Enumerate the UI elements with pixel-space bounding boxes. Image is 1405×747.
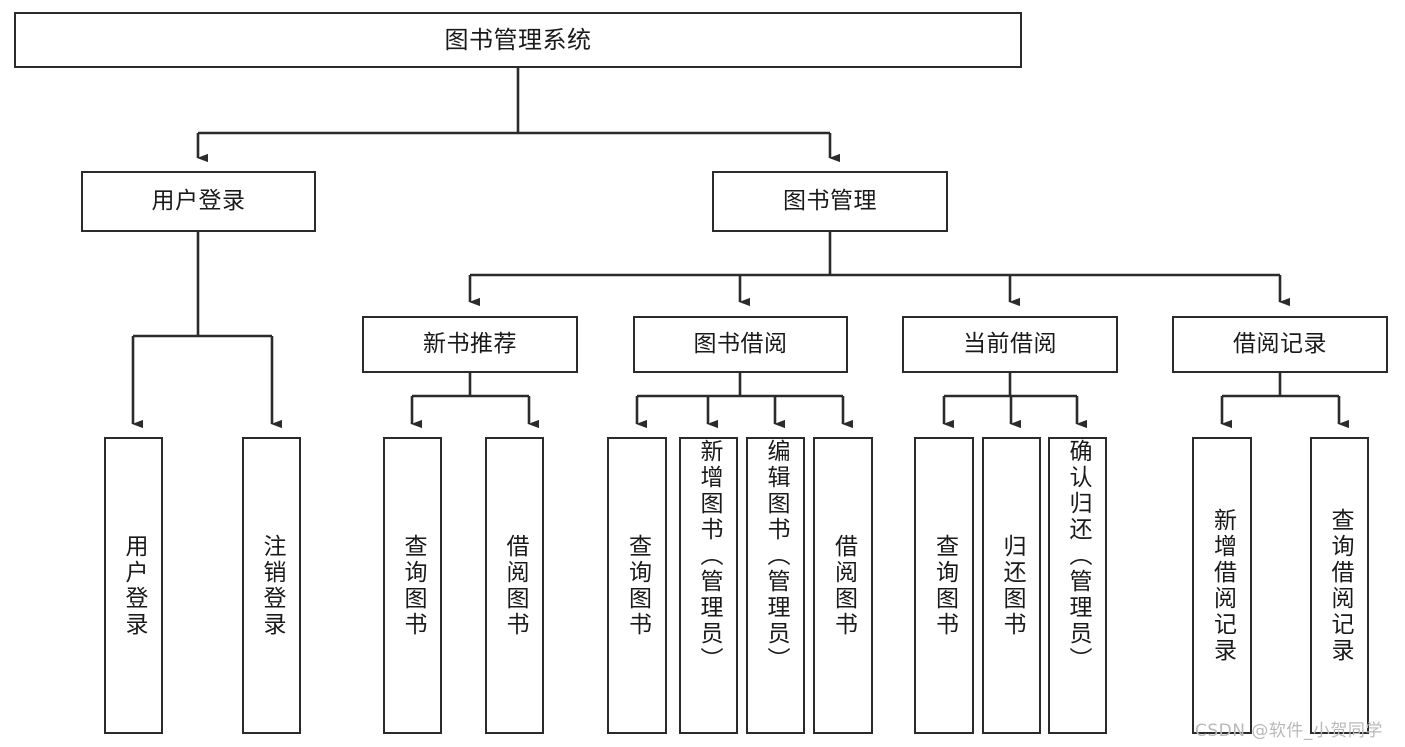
node-label: 新增图书（管理员） (696, 439, 722, 673)
node-label: 查询借阅记录 (1327, 507, 1353, 664)
leaf-current-borrow-confirm-return-admin[interactable]: 确认归还（管理员） (1048, 437, 1107, 734)
node-label: 借阅记录 (1233, 330, 1327, 357)
leaf-book-borrow-query-book[interactable]: 查询图书 (607, 437, 667, 734)
leaf-current-borrow-return-book[interactable]: 归还图书 (982, 437, 1041, 734)
node-label: 借阅图书 (502, 533, 528, 638)
node-label: 图书借阅 (693, 330, 788, 357)
node-label: 注销登录 (259, 533, 285, 638)
leaf-book-borrow-borrow-book[interactable]: 借阅图书 (813, 437, 873, 734)
leaf-borrow-record-add-record[interactable]: 新增借阅记录 (1192, 437, 1252, 734)
leaf-book-borrow-add-book-admin[interactable]: 新增图书（管理员） (679, 437, 738, 734)
node-user-login[interactable]: 用户登录 (81, 171, 316, 232)
node-label: 用户登录 (121, 533, 147, 638)
leaf-new-book-query-book[interactable]: 查询图书 (383, 437, 442, 734)
node-label: 确认归还（管理员） (1065, 439, 1091, 673)
node-book-borrow[interactable]: 图书借阅 (633, 316, 848, 373)
node-label: 编辑图书（管理员） (763, 439, 789, 673)
node-current-borrow[interactable]: 当前借阅 (902, 316, 1118, 373)
node-label: 新增借阅记录 (1209, 507, 1236, 664)
node-borrow-record[interactable]: 借阅记录 (1172, 316, 1388, 373)
node-label: 查询图书 (400, 533, 426, 638)
leaf-user-login-login[interactable]: 用户登录 (104, 437, 163, 734)
leaf-current-borrow-query-book[interactable]: 查询图书 (914, 437, 974, 734)
node-label: 借阅图书 (830, 533, 857, 638)
node-label: 归还图书 (999, 533, 1025, 638)
node-root-book-management-system[interactable]: 图书管理系统 (14, 12, 1022, 68)
csdn-watermark: CSDN @软件_小贺同学 (1195, 721, 1383, 741)
node-label: 当前借阅 (963, 330, 1057, 357)
leaf-user-login-logout[interactable]: 注销登录 (242, 437, 301, 734)
node-label: 查询图书 (624, 533, 651, 638)
node-label: 图书管理 (783, 187, 877, 214)
node-label: 查询图书 (931, 533, 958, 638)
leaf-book-borrow-edit-book-admin[interactable]: 编辑图书（管理员） (746, 437, 805, 734)
node-book-management[interactable]: 图书管理 (712, 171, 948, 232)
node-new-book-recommend[interactable]: 新书推荐 (362, 316, 578, 373)
node-label: 用户登录 (151, 187, 246, 214)
node-label: 图书管理系统 (444, 25, 592, 54)
node-label: 新书推荐 (423, 330, 517, 357)
leaf-new-book-borrow-book[interactable]: 借阅图书 (485, 437, 544, 734)
leaf-borrow-record-query-record[interactable]: 查询借阅记录 (1310, 437, 1369, 734)
